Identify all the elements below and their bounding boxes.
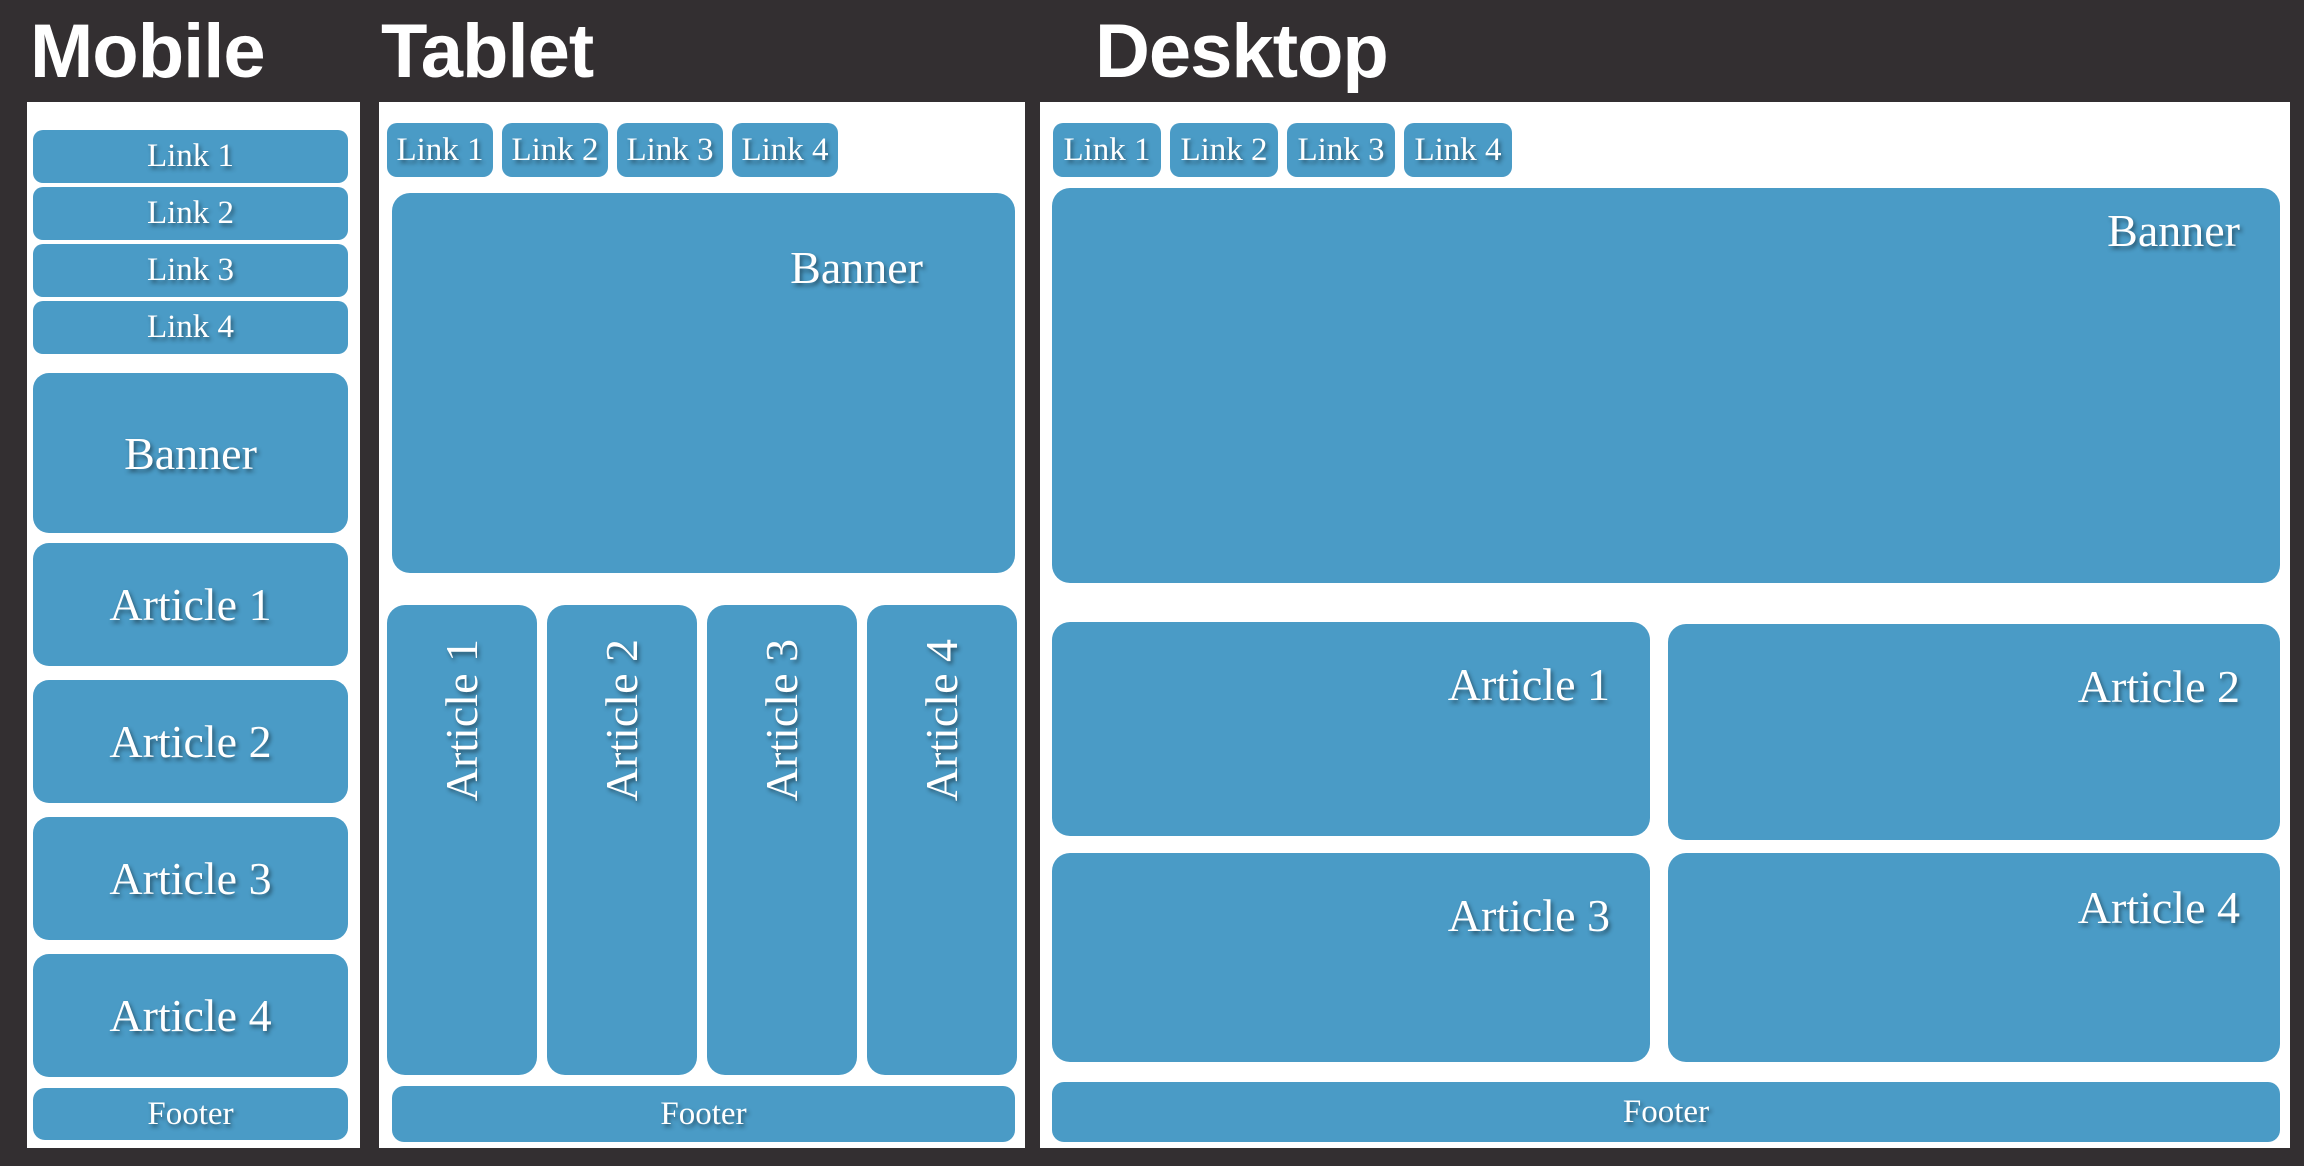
tablet-banner: Banner <box>392 193 1015 573</box>
mobile-title: Mobile <box>30 8 266 94</box>
tablet-article-4: Article 4 <box>867 605 1017 1075</box>
mobile-footer: Footer <box>33 1088 348 1140</box>
desktop-article-4: Article 4 <box>1668 853 2280 1062</box>
desktop-article-3: Article 3 <box>1052 853 1650 1062</box>
mobile-link-3: Link 3 <box>33 244 348 297</box>
tablet-article-3: Article 3 <box>707 605 857 1075</box>
desktop-article-2: Article 2 <box>1668 624 2280 840</box>
desktop-article-1: Article 1 <box>1052 622 1650 836</box>
desktop-footer: Footer <box>1052 1082 2280 1142</box>
tablet-article-4-label: Article 4 <box>916 639 967 802</box>
tablet-footer: Footer <box>392 1086 1015 1142</box>
mobile-link-4: Link 4 <box>33 301 348 354</box>
desktop-title: Desktop <box>1095 8 1389 94</box>
desktop-panel: Link 1 Link 2 Link 3 Link 4 Banner Artic… <box>1040 102 2290 1148</box>
desktop-link-1: Link 1 <box>1053 123 1161 177</box>
desktop-link-4: Link 4 <box>1404 123 1512 177</box>
desktop-link-2: Link 2 <box>1170 123 1278 177</box>
mobile-article-2: Article 2 <box>33 680 348 803</box>
tablet-link-2: Link 2 <box>502 123 608 177</box>
tablet-article-1: Article 1 <box>387 605 537 1075</box>
mobile-article-1: Article 1 <box>33 543 348 666</box>
mobile-panel: Link 1 Link 2 Link 3 Link 4 Banner Artic… <box>27 102 360 1148</box>
tablet-article-1-label: Article 1 <box>436 639 487 802</box>
tablet-link-4: Link 4 <box>732 123 838 177</box>
mobile-banner: Banner <box>33 373 348 533</box>
tablet-title: Tablet <box>381 8 594 94</box>
mobile-article-4: Article 4 <box>33 954 348 1077</box>
mobile-link-2: Link 2 <box>33 187 348 240</box>
tablet-link-3: Link 3 <box>617 123 723 177</box>
desktop-link-3: Link 3 <box>1287 123 1395 177</box>
desktop-banner: Banner <box>1052 188 2280 583</box>
tablet-link-1: Link 1 <box>387 123 493 177</box>
tablet-panel: Link 1 Link 2 Link 3 Link 4 Banner Artic… <box>379 102 1025 1148</box>
mobile-article-3: Article 3 <box>33 817 348 940</box>
tablet-article-2-label: Article 2 <box>596 639 647 802</box>
tablet-article-3-label: Article 3 <box>756 639 807 802</box>
mobile-link-1: Link 1 <box>33 130 348 183</box>
tablet-article-2: Article 2 <box>547 605 697 1075</box>
